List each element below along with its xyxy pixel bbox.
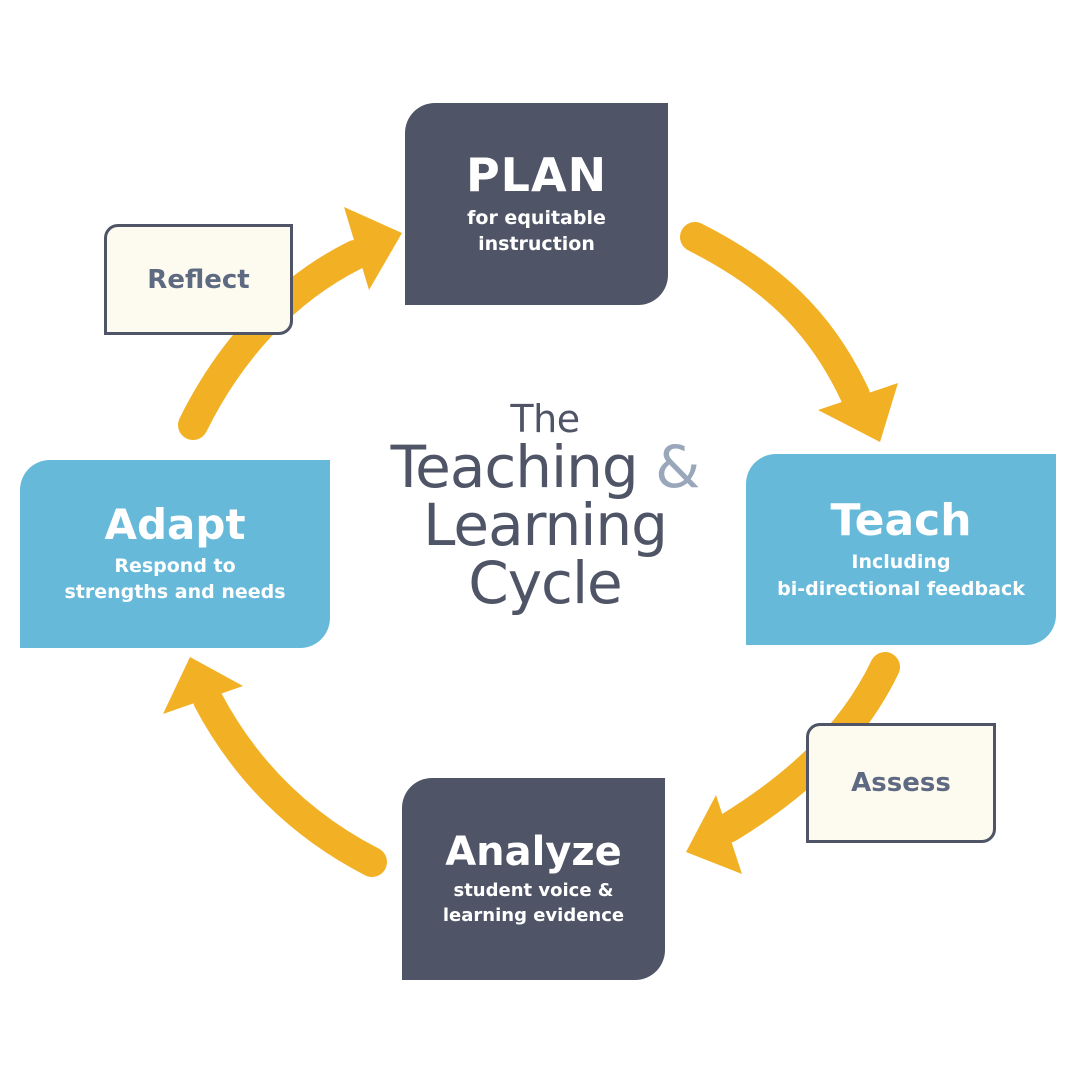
stage-analyze-title: Analyze (445, 828, 622, 875)
arrow-adapt-to-plan-head (344, 207, 402, 290)
stage-adapt-subtitle: Respond to strengths and needs (64, 553, 285, 606)
stage-plan-subtitle-line1: for equitable (467, 206, 606, 229)
arrow-teach-to-analyze-head (686, 795, 742, 874)
center-title-line2: Teaching & (360, 438, 730, 496)
stage-analyze-subtitle-line2: learning evidence (442, 905, 625, 926)
stage-teach-subtitle-line1: Including (851, 551, 951, 574)
arrow-plan-to-teach-shaft (680, 222, 870, 410)
stage-teach-title: Teach (830, 494, 972, 546)
center-title-ampersand: & (655, 433, 700, 501)
arrow-analyze-to-adapt-head (163, 657, 243, 714)
stage-plan-subtitle-line2: instruction (478, 233, 595, 256)
stage-plan-subtitle: for equitable instruction (467, 205, 606, 258)
stage-teach-subtitle: Including bi-directional feedback (777, 549, 1025, 602)
stage-adapt-subtitle-line1: Respond to (114, 554, 236, 577)
stage-plan: PLAN for equitable instruction (405, 103, 668, 305)
center-title-teaching: Teaching (390, 433, 639, 501)
stage-adapt-title: Adapt (104, 500, 246, 550)
center-title: The Teaching & Learning Cycle (360, 400, 730, 612)
stage-analyze: Analyze student voice & learning evidenc… (402, 778, 665, 980)
center-title-line1: The (510, 397, 580, 441)
transition-label-reflect: Reflect (104, 224, 293, 335)
stage-teach-subtitle-line2: bi-directional feedback (777, 577, 1025, 600)
stage-adapt: Adapt Respond to strengths and needs (20, 460, 330, 648)
transition-label-assess: Assess (806, 723, 996, 843)
arrow-plan-to-teach-head (818, 383, 898, 442)
arrow-analyze-to-adapt-shaft (193, 685, 387, 877)
center-title-line3: Learning (423, 491, 668, 559)
stage-analyze-subtitle-line1: student voice & (453, 879, 614, 901)
center-title-line4: Cycle (468, 549, 623, 617)
stage-adapt-subtitle-line2: strengths and needs (64, 581, 286, 604)
stage-plan-title: PLAN (465, 148, 608, 203)
stage-analyze-subtitle: student voice & learning evidence (443, 878, 624, 928)
stage-teach: Teach Including bi-directional feedback (746, 454, 1056, 645)
